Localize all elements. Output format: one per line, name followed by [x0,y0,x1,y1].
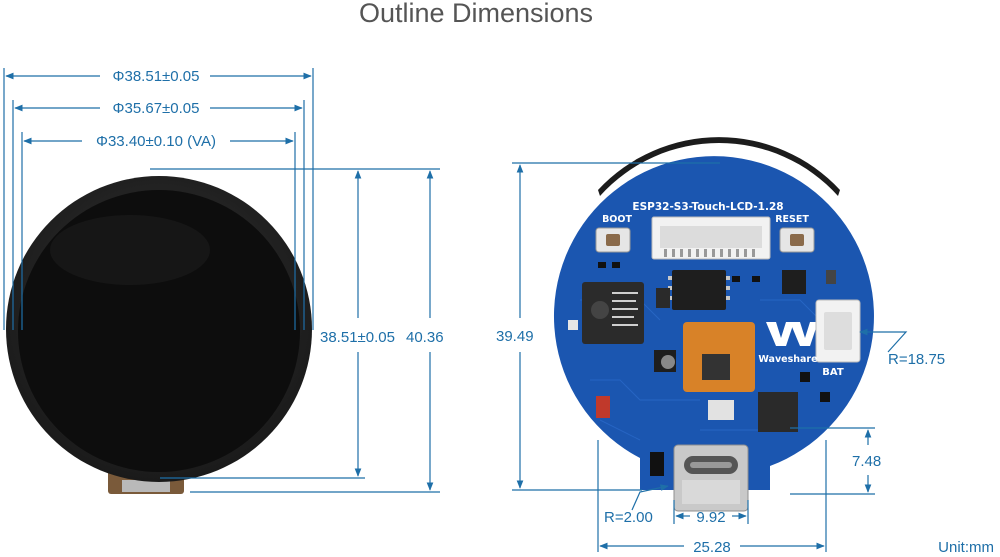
display-module [6,176,312,494]
dim-height-inner: 38.51±0.05 [320,329,395,346]
screen [18,190,300,472]
unit-label: Unit:mm [938,539,994,556]
reset-label: RESET [775,214,809,225]
dim-inner-diameter: Φ35.67±0.05 [113,100,200,117]
bat-label: BAT [822,367,844,378]
dim-corner-radius: R=2.00 [604,509,653,526]
left-dim-lines [3,68,440,493]
module-base-connector [122,480,170,492]
right-dim-lines [512,162,908,552]
waveshare-logo [766,322,818,346]
brand-label: Waveshare [758,354,817,365]
dim-board-radius: R=18.75 [888,351,945,368]
dim-board-bottom-width: 25.28 [693,539,731,556]
dim-height-outer: 40.36 [406,329,444,346]
page-title: Outline Dimensions [358,0,594,28]
dim-outer-diameter: Φ38.51±0.05 [113,68,200,85]
dim-usb-width: 9.92 [696,509,725,526]
esp32-chip [582,282,644,344]
dim-usb-offset: 7.48 [852,453,881,470]
dim-board-height: 39.49 [496,328,534,345]
imu-chip [782,270,806,294]
flash-chip [672,270,726,310]
board-rim [598,137,840,196]
screen-glare [50,215,210,285]
usbc-connector [673,444,749,512]
board-label: ESP32-S3-Touch-LCD-1.28 [632,201,783,213]
boot-label: BOOT [602,214,632,225]
pcb-board: ESP32-S3-Touch-LCD-1.28 BOOT RESET BAT W… [553,137,874,512]
dim-view-area: Φ33.40±0.10 (VA) [96,133,216,150]
